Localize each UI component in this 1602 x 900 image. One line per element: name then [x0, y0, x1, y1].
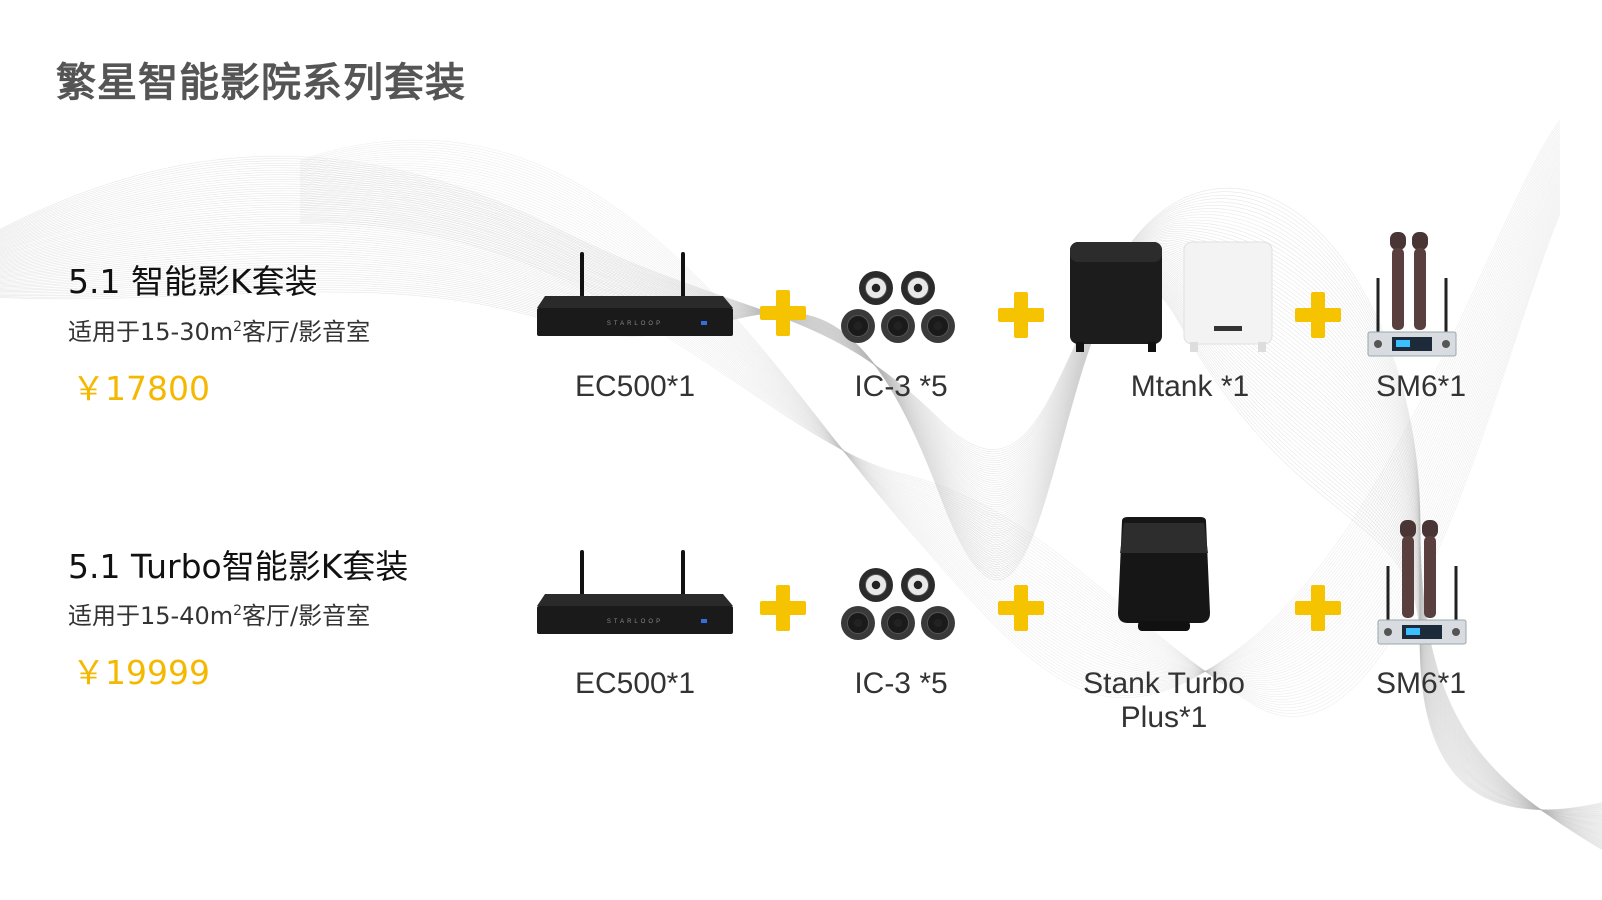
plus-icon — [760, 585, 806, 631]
ceiling-speakers-icon — [841, 271, 955, 343]
package-name: 5.1 Turbo智能影K套装 — [68, 547, 409, 586]
package-subtitle: 适用于15-40m2客厅/影音室 — [68, 602, 371, 630]
svg-text:STARLOOP: STARLOOP — [607, 321, 663, 327]
wireless-microphone-icon — [1377, 520, 1467, 645]
item-label-ic3: IC-3 *5 — [854, 667, 948, 700]
plus-icon — [998, 585, 1044, 631]
plus-icon — [998, 292, 1044, 338]
plus-icon — [1295, 585, 1341, 631]
package-name: 5.1 智能影K套装 — [68, 262, 318, 301]
item-label-ic3: IC-3 *5 — [854, 370, 948, 403]
plus-icon — [1295, 292, 1341, 338]
item-label-sm6: SM6*1 — [1375, 370, 1467, 403]
amplifier-icon: STARLOOP — [537, 252, 733, 336]
package-price: ￥17800 — [72, 369, 210, 408]
subwoofer-pair-icon — [1070, 241, 1273, 352]
item-label-mtank: Mtank *1 — [1130, 370, 1250, 403]
item-label-ec500: EC500*1 — [574, 667, 696, 700]
item-label-ec500: EC500*1 — [574, 370, 696, 403]
amplifier-icon: STARLOOP — [537, 550, 733, 634]
ceiling-speakers-icon — [841, 568, 955, 640]
page-title: 繁星智能影院系列套装 — [56, 60, 466, 106]
svg-text:STARLOOP: STARLOOP — [607, 619, 663, 625]
package-subtitle: 适用于15-30m2客厅/影音室 — [68, 318, 371, 346]
item-label-stank-turbo: Stank Turbo Plus*1 — [1083, 667, 1245, 734]
plus-icon — [760, 290, 806, 336]
item-label-sm6: SM6*1 — [1375, 667, 1467, 700]
subwoofer-icon — [1118, 517, 1210, 631]
wireless-microphone-icon — [1367, 232, 1457, 357]
package-price: ￥19999 — [72, 653, 210, 692]
